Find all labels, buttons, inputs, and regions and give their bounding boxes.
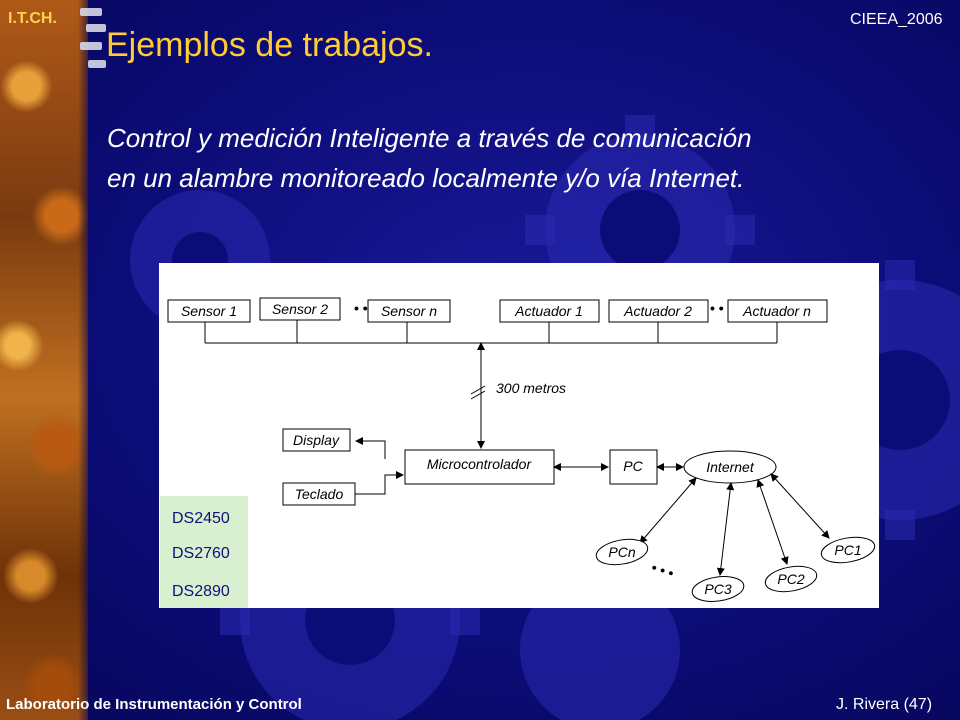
- chip-label: DS2450: [172, 510, 230, 527]
- keypad-box: Teclado: [282, 482, 356, 506]
- system-diagram: Sensor 1 Sensor 2 • • • Sensor n Actuado…: [159, 263, 879, 608]
- microcontroller-label: Microcontrolador: [427, 456, 533, 472]
- sensor-box: Sensor 2: [259, 297, 341, 321]
- internet-label: Internet: [706, 459, 755, 475]
- display-label: Display: [293, 432, 340, 448]
- keypad-label: Teclado: [295, 486, 344, 502]
- actuator-box: Actuador n: [727, 299, 828, 323]
- actuator-label: Actuador 1: [514, 303, 583, 319]
- sensor-box: Sensor n: [367, 299, 451, 323]
- remote-pc-node: PCn: [595, 538, 649, 566]
- ellipsis: • • •: [650, 559, 676, 581]
- remote-pc-label: PCn: [608, 544, 635, 560]
- footer-author: J. Rivera (47): [836, 696, 933, 713]
- left-decorative-strip: [0, 0, 88, 720]
- chip-label: DS2760: [172, 545, 230, 562]
- subtitle-line: en un alambre monitoreado localmente y/o…: [107, 163, 745, 193]
- actuator-label: Actuador n: [742, 303, 811, 319]
- subtitle-line: Control y medición Inteligente a través …: [107, 123, 752, 153]
- remote-pc-node: PC2: [764, 565, 818, 593]
- remote-pc-label: PC3: [704, 581, 731, 597]
- actuator-label: Actuador 2: [623, 303, 692, 319]
- pc-label: PC: [623, 458, 643, 474]
- bus-lines: [204, 320, 778, 449]
- actuator-box: Actuador 2: [608, 299, 709, 323]
- actuator-box: Actuador 1: [499, 299, 600, 323]
- event-label: CIEEA_2006: [850, 11, 943, 28]
- pc-box: PC: [609, 449, 658, 485]
- remote-pc-label: PC1: [834, 542, 861, 558]
- sensor-label: Sensor n: [381, 303, 437, 319]
- page-title: Ejemplos de trabajos.: [106, 26, 433, 64]
- subtitle: Control y medición Inteligente a través …: [107, 118, 752, 198]
- chip-list: DS2450 DS2760 DS2890: [160, 496, 248, 608]
- gear-icon: [80, 8, 106, 68]
- distance-label: 300 metros: [496, 380, 566, 396]
- chip-label: DS2890: [172, 583, 230, 600]
- remote-pc-node: PC1: [820, 536, 876, 564]
- internet-node: Internet: [683, 450, 777, 484]
- org-label: I.T.CH.: [8, 10, 57, 27]
- display-box: Display: [282, 428, 351, 452]
- sensor-box: Sensor 1: [167, 299, 251, 323]
- microcontroller-box: Microcontrolador: [404, 449, 555, 485]
- remote-pc-label: PC2: [777, 571, 804, 587]
- sensor-label: Sensor 1: [181, 303, 237, 319]
- footer-lab: Laboratorio de Instrumentación y Control: [6, 696, 302, 713]
- remote-pc-node: PC3: [691, 576, 745, 602]
- ellipsis: • • •: [710, 300, 733, 316]
- sensor-label: Sensor 2: [272, 301, 328, 317]
